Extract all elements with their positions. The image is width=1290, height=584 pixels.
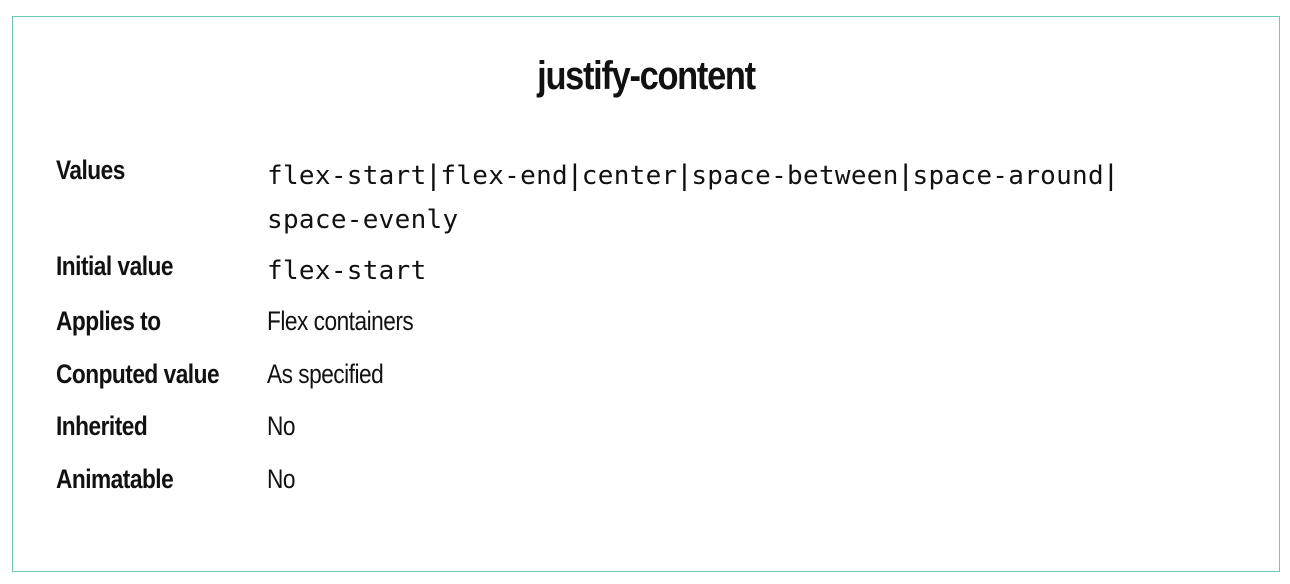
values-line-2: space-evenly xyxy=(267,200,1118,244)
value-option: space-between xyxy=(691,161,899,191)
initial-value-label: Initial value xyxy=(56,251,173,281)
computed-value-label: Conputed value xyxy=(56,359,220,389)
value-separator: | xyxy=(429,159,438,192)
inherited-label: Inherited xyxy=(56,411,148,441)
computed-value: As specified xyxy=(267,359,384,389)
value-option: flex-start xyxy=(267,161,427,191)
inherited-value: No xyxy=(267,411,296,441)
value-separator: | xyxy=(680,159,689,192)
applies-to-value: Flex containers xyxy=(267,306,414,336)
value-option: flex-end xyxy=(440,161,568,191)
initial-value-text: flex-start xyxy=(267,256,427,286)
initial-value: flex-start xyxy=(267,251,427,291)
value-separator: | xyxy=(1106,159,1115,192)
value-option: space-evenly xyxy=(267,205,459,235)
values-line-1: flex-start|flex-end|center|space-between… xyxy=(267,155,1118,200)
property-card: justify-content Values flex-start|flex-e… xyxy=(12,16,1280,572)
values-label: Values xyxy=(56,155,125,185)
value-separator: | xyxy=(570,159,579,192)
applies-to-label: Applies to xyxy=(56,306,161,336)
values-list: flex-start|flex-end|center|space-between… xyxy=(267,155,1118,244)
animatable-value: No xyxy=(267,464,296,494)
value-option: space-around xyxy=(912,161,1104,191)
property-title: justify-content xyxy=(537,54,756,98)
value-separator: | xyxy=(901,159,910,192)
value-option: center xyxy=(581,161,678,191)
animatable-label: Animatable xyxy=(56,464,174,494)
